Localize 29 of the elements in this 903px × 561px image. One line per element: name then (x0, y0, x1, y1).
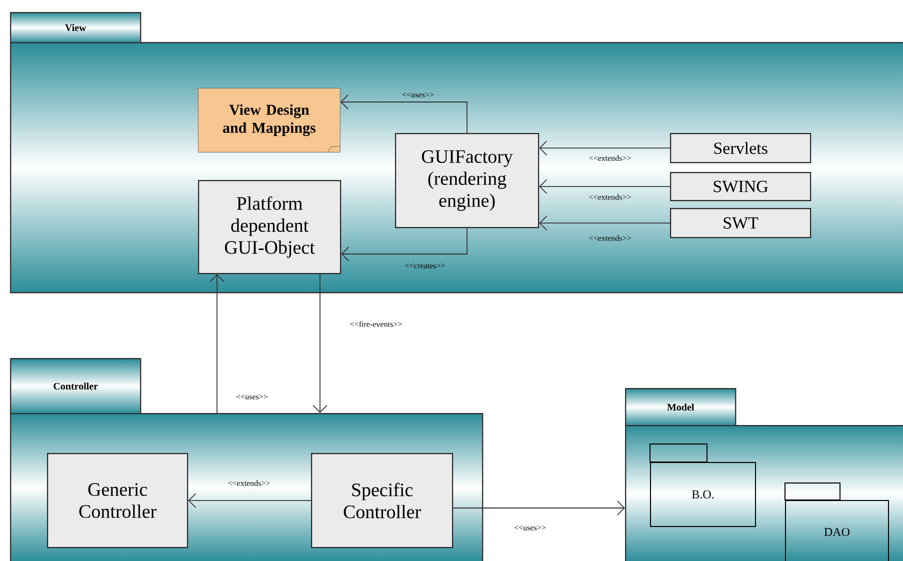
arrow (341, 228, 468, 262)
arrow (210, 274, 224, 414)
arrow (539, 140, 670, 156)
edge-label: <<extends>> (589, 155, 631, 161)
node-label: Controller (54, 382, 98, 390)
node-label: Model (667, 404, 694, 411)
arrow (188, 493, 312, 508)
edge-label: <<uses>> (514, 526, 546, 530)
note-box: View Design and Mappings (198, 88, 340, 152)
arrow (340, 94, 468, 134)
class-box: Servlets (670, 133, 812, 164)
class-box: Platform dependent GUI-Object (198, 180, 342, 274)
class-box: Generic Controller (47, 453, 188, 548)
class-box: GUIFactory (rendering engine) (395, 133, 540, 228)
arrow (312, 274, 328, 413)
class-box: SWING (670, 172, 812, 202)
arrow (539, 216, 670, 230)
edge-label: <<extends>> (589, 235, 631, 241)
node-label: View (65, 24, 86, 32)
class-box: Specific Controller (311, 453, 454, 548)
edge-label: <<extends>> (228, 480, 270, 486)
edge-label: <<creates>> (405, 264, 445, 268)
edge-label: <<uses>> (236, 394, 268, 400)
class-box: SWT (670, 208, 812, 238)
arrow (452, 500, 625, 516)
arrow (539, 179, 670, 194)
edge-label: <<extends>> (589, 194, 631, 200)
edge-label: <<fire-events>> (350, 321, 402, 327)
edge-label: <<uses>> (402, 92, 434, 98)
